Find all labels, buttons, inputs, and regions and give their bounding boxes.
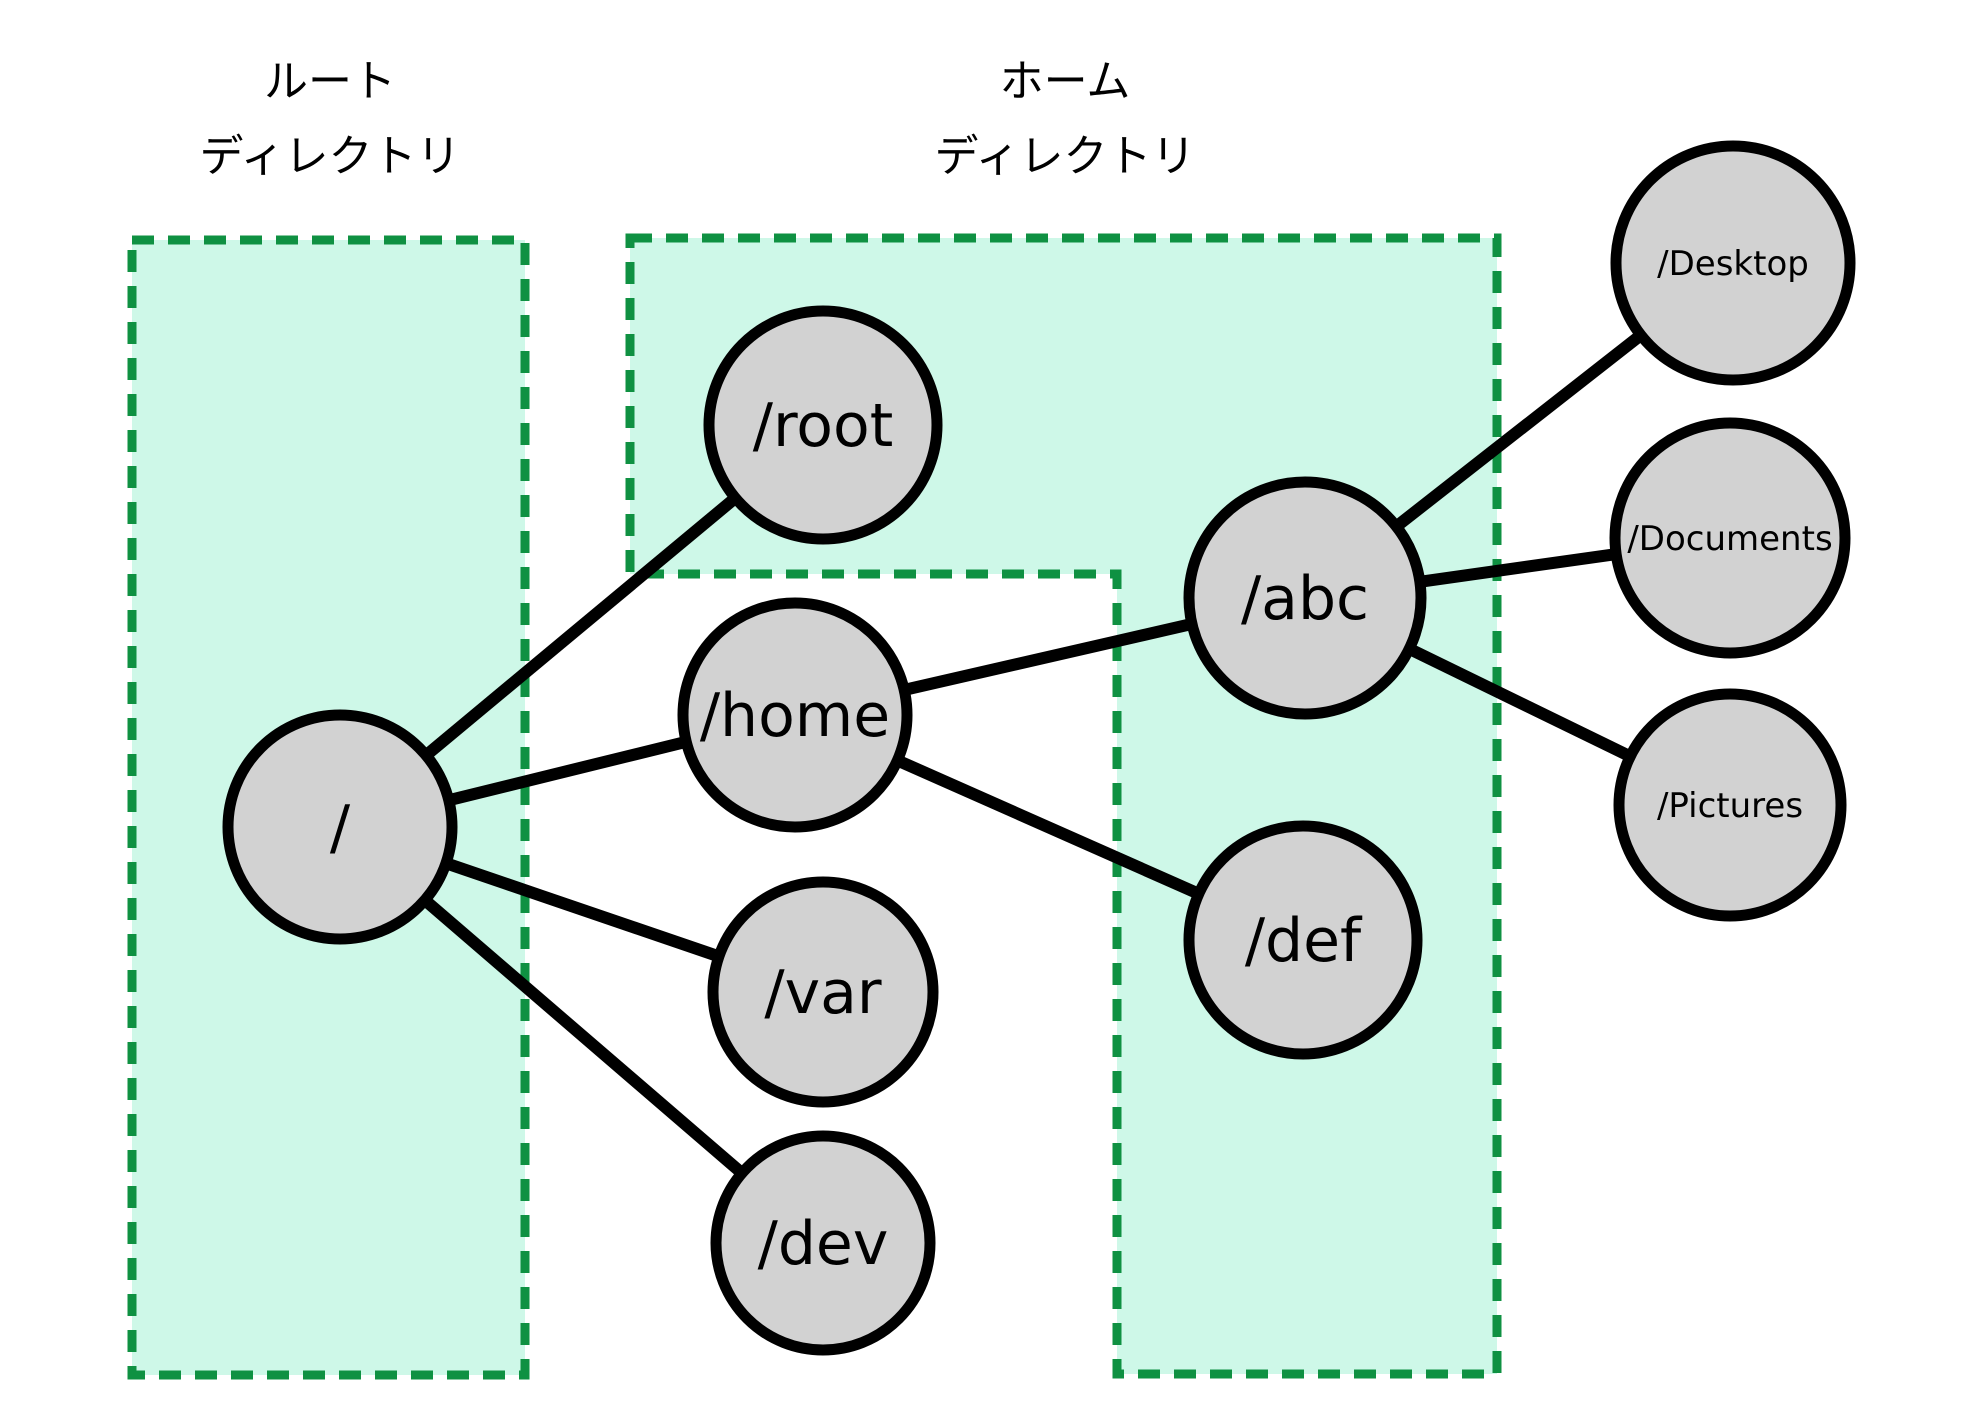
node-home-label: /home — [700, 681, 890, 751]
node-desktop: /Desktop — [1610, 140, 1856, 386]
node-var-circle — [707, 876, 939, 1108]
node-root-label: /root — [753, 391, 894, 461]
node-dev-label: /dev — [758, 1209, 889, 1279]
node-documents-label: /Documents — [1627, 519, 1832, 559]
node-home-circle — [677, 597, 913, 833]
node-pictures-label: /Pictures — [1657, 786, 1803, 826]
node-dev: /dev — [710, 1130, 936, 1356]
node-abc: /abc — [1183, 476, 1427, 720]
root-directory-title-line2: ディレクトリ — [200, 131, 461, 182]
node-def: /def — [1183, 820, 1423, 1060]
node-pictures: /Pictures — [1613, 688, 1847, 922]
node-root-circle — [703, 305, 943, 545]
home-directory-title-line1: ホーム — [1000, 56, 1131, 107]
node-def-label: /def — [1245, 906, 1363, 976]
titles-layer: ルート ディレクトリ ホーム ディレクトリ — [200, 56, 1196, 182]
home-directory-title-line2: ディレクトリ — [935, 131, 1196, 182]
node-abc-circle — [1183, 476, 1427, 720]
node-var: /var — [707, 876, 939, 1108]
root-directory-title-line1: ルート — [264, 56, 396, 107]
node-slash: / — [222, 709, 458, 945]
node-desktop-label: /Desktop — [1657, 244, 1809, 284]
node-documents-circle — [1609, 417, 1851, 659]
node-slash-label: / — [330, 793, 351, 863]
node-def-circle — [1183, 820, 1423, 1060]
node-slash-circle — [222, 709, 458, 945]
node-pictures-circle — [1613, 688, 1847, 922]
nodes-layer: / /root/home/var/dev/abc/def/Desktop/Docu… — [222, 140, 1856, 1356]
node-abc-label: /abc — [1241, 564, 1369, 634]
node-desktop-circle — [1610, 140, 1856, 386]
node-dev-circle — [710, 1130, 936, 1356]
node-home: /home — [677, 597, 913, 833]
node-documents: /Documents — [1609, 417, 1851, 659]
node-root: /root — [703, 305, 943, 545]
node-var-label: /var — [764, 958, 881, 1028]
